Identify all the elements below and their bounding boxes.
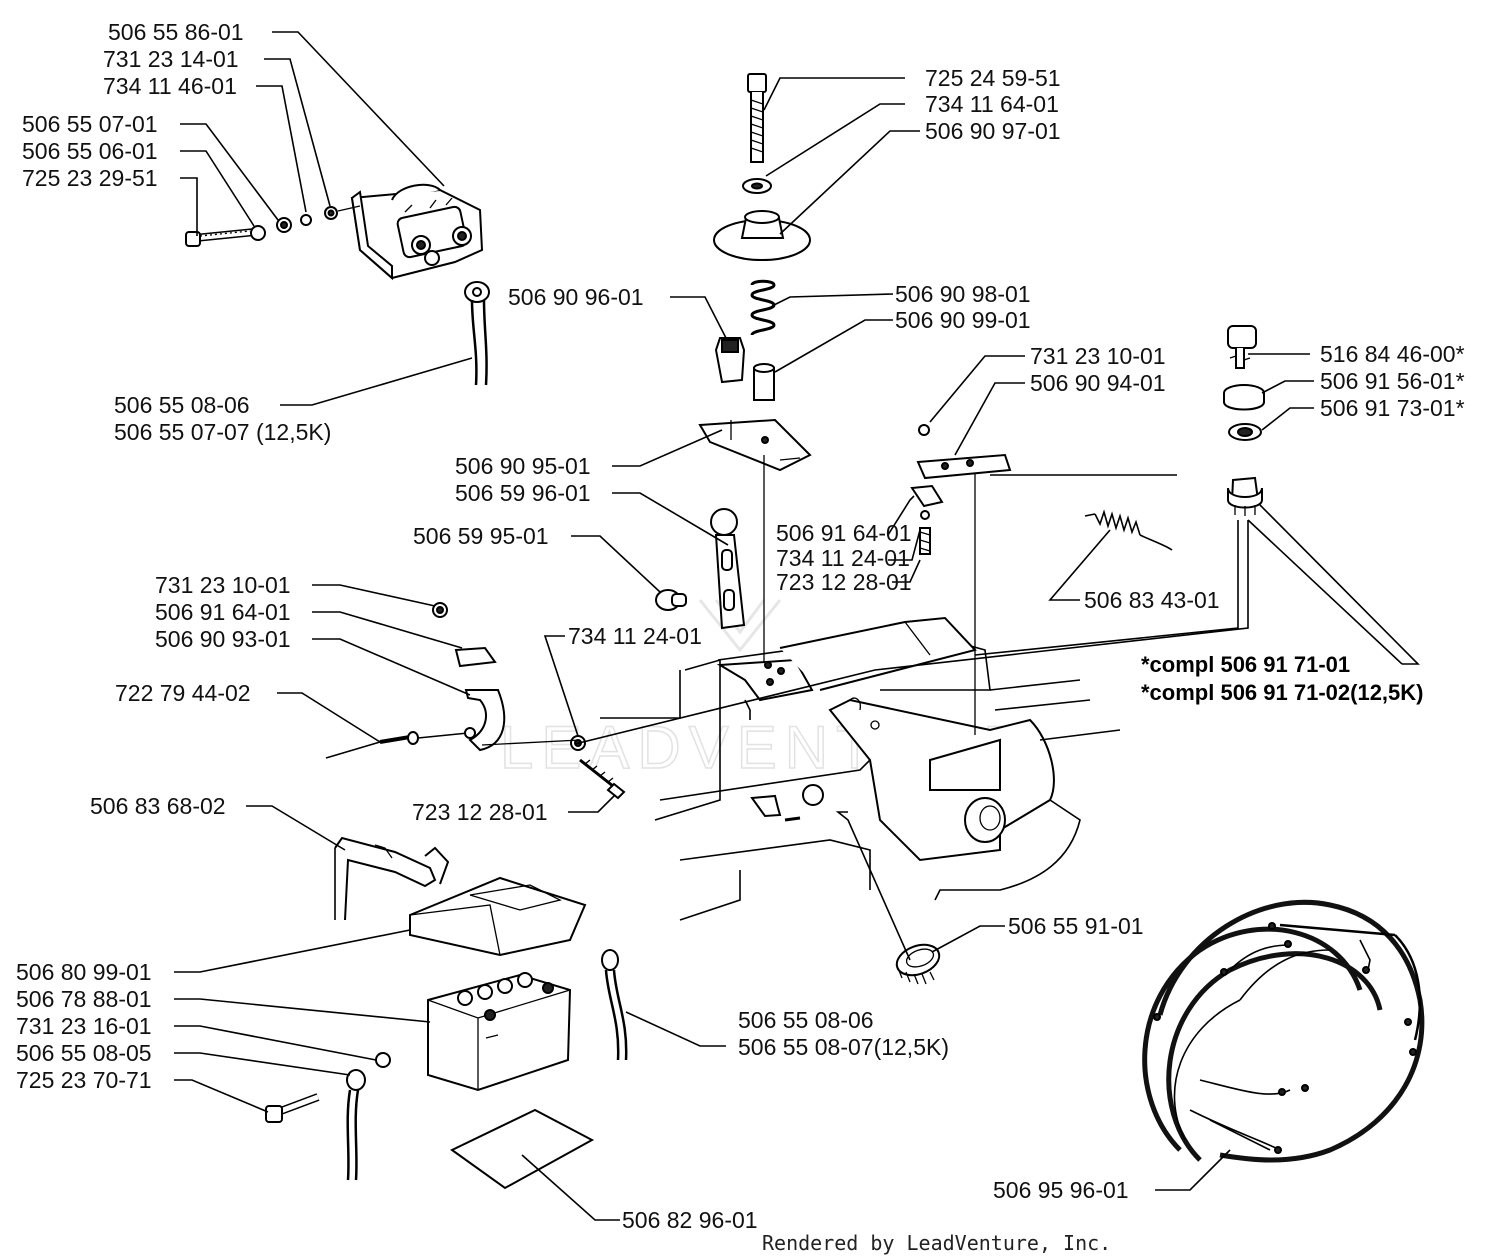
label-731-23-14-01: 731 23 14-01 xyxy=(103,46,239,72)
label-506-91-73-01: 506 91 73-01* xyxy=(1320,395,1465,421)
label-731-23-10-01-a: 731 23 10-01 xyxy=(1030,343,1166,369)
label-506-90-93-01: 506 90 93-01 xyxy=(155,626,291,652)
label-506-55-86-01: 506 55 86-01 xyxy=(108,19,244,45)
label-506-90-98-01: 506 90 98-01 xyxy=(895,281,1031,307)
label-506-83-43-01: 506 83 43-01 xyxy=(1084,587,1220,613)
label-506-91-64-01-a: 506 91 64-01 xyxy=(776,520,912,546)
label-725-23-29-51: 725 23 29-51 xyxy=(22,165,158,191)
leader-lines xyxy=(174,31,1420,1221)
label-722-79-44-02: 722 79 44-02 xyxy=(115,680,251,706)
label-731-23-16-01: 731 23 16-01 xyxy=(16,1013,152,1039)
label-506-90-99-01: 506 90 99-01 xyxy=(895,307,1031,333)
label-506-55-91-01: 506 55 91-01 xyxy=(1008,913,1144,939)
label-734-11-64-01: 734 11 64-01 xyxy=(925,91,1059,117)
label-compl-506-91-71-01: *compl 506 91 71-01 xyxy=(1141,652,1350,677)
footer-credit: Rendered by LeadVenture, Inc. xyxy=(762,1231,1111,1255)
label-516-84-46-00: 516 84 46-00* xyxy=(1320,341,1465,367)
switch-plate-assembly xyxy=(910,424,1173,735)
label-725-24-59-51: 725 24 59-51 xyxy=(925,65,1061,91)
label-734-11-24-01-b: 734 11 24-01 xyxy=(568,623,702,649)
label-506-90-96-01: 506 90 96-01 xyxy=(508,284,644,310)
label-506-95-96-01: 506 95 96-01 xyxy=(993,1177,1129,1203)
label-506-55-07-07: 506 55 07-07 (12,5K) xyxy=(114,419,331,445)
label-506-59-96-01: 506 59 96-01 xyxy=(455,480,591,506)
label-506-83-68-02: 506 83 68-02 xyxy=(90,793,226,819)
label-506-90-94-01: 506 90 94-01 xyxy=(1030,370,1166,396)
bushing-part xyxy=(895,943,941,985)
wire-harness xyxy=(1142,899,1425,1163)
label-506-55-06-01: 506 55 06-01 xyxy=(22,138,158,164)
part-labels: 506 55 86-01 731 23 14-01 734 11 46-01 5… xyxy=(16,19,1465,1233)
solenoid-assembly xyxy=(185,183,490,386)
label-725-23-70-71: 725 23 70-71 xyxy=(16,1067,152,1093)
label-506-55-08-06-b: 506 55 08-06 xyxy=(738,1007,874,1033)
label-506-55-08-07: 506 55 08-07(12,5K) xyxy=(738,1034,949,1060)
label-734-11-24-01-a: 734 11 24-01 xyxy=(776,545,910,571)
chassis-body xyxy=(600,616,1121,921)
label-506-55-08-06-a: 506 55 08-06 xyxy=(114,392,250,418)
label-723-12-28-01-b: 723 12 28-01 xyxy=(412,799,548,825)
label-compl-506-91-71-02: *compl 506 91 71-02(12,5K) xyxy=(1141,680,1424,705)
label-723-12-28-01-a: 723 12 28-01 xyxy=(776,569,912,595)
label-506-59-95-01: 506 59 95-01 xyxy=(413,523,549,549)
battery-assembly xyxy=(265,836,628,1190)
label-734-11-46-01: 734 11 46-01 xyxy=(103,73,237,99)
label-506-90-95-01: 506 90 95-01 xyxy=(455,453,591,479)
label-506-91-56-01: 506 91 56-01* xyxy=(1320,368,1465,394)
shift-assembly xyxy=(655,73,812,670)
label-506-91-64-01-b: 506 91 64-01 xyxy=(155,599,291,625)
label-731-23-10-01-b: 731 23 10-01 xyxy=(155,572,291,598)
ignition-switch-assembly xyxy=(1223,325,1265,516)
label-506-90-97-01: 506 90 97-01 xyxy=(925,118,1061,144)
label-506-55-08-05: 506 55 08-05 xyxy=(16,1040,152,1066)
label-506-78-88-01: 506 78 88-01 xyxy=(16,986,152,1012)
label-506-80-99-01: 506 80 99-01 xyxy=(16,959,152,985)
label-506-82-96-01: 506 82 96-01 xyxy=(622,1207,758,1233)
label-506-55-07-01: 506 55 07-01 xyxy=(22,111,158,137)
